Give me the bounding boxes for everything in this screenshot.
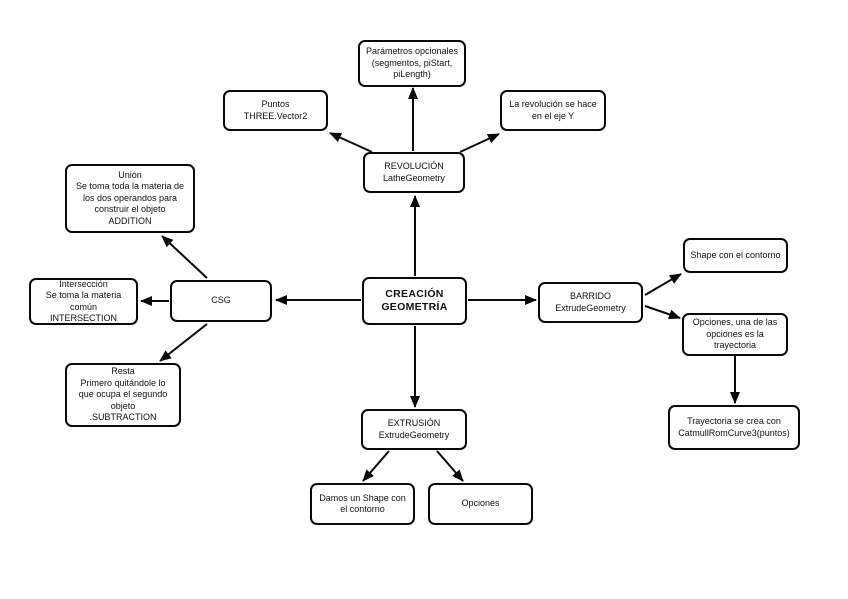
node-opciones-trayectoria-label: Opciones, una de las opciones es la tray… <box>692 317 778 351</box>
node-opciones-label: Opciones <box>461 498 500 509</box>
arrow-revolucion-to-eje-y <box>459 133 500 153</box>
node-creacion-geometria-label: CREACIÓN GEOMETRÍA <box>381 288 448 313</box>
node-resta: Resta Primero quitándole lo que ocupa el… <box>65 363 181 427</box>
arrow-csg-to-resta <box>159 323 208 362</box>
node-revolucion-eje-y-label: La revolución se hace en el eje Y <box>509 99 597 121</box>
node-extrusion-label: EXTRUSIÓN ExtrudeGeometry <box>378 418 450 440</box>
node-extrusion: EXTRUSIÓN ExtrudeGeometry <box>361 409 467 450</box>
node-shape-contorno: Shape con el contorno <box>683 238 788 273</box>
node-parametros-opcionales: Parámetros opcionales (segmentos, piStar… <box>358 40 466 87</box>
arrow-revolucion-to-puntos <box>329 132 373 153</box>
arrow-extrusion-to-damos-shape <box>362 450 390 482</box>
node-damos-shape-label: Damos un Shape con el contorno <box>319 492 406 515</box>
node-damos-shape: Damos un Shape con el contorno <box>310 483 415 525</box>
node-union-label: Unión Se toma toda la materia de los dos… <box>75 169 185 226</box>
node-puntos-vector2-label: Puntos THREE.Vector2 <box>243 99 308 121</box>
node-interseccion: Intersección Se toma la materia común IN… <box>29 278 138 325</box>
node-opciones: Opciones <box>428 483 533 525</box>
node-union: Unión Se toma toda la materia de los dos… <box>65 164 195 233</box>
arrow-csg-to-union <box>161 235 208 279</box>
arrow-barrido-to-opciones-tray <box>644 305 681 320</box>
node-barrido: BARRIDO ExtrudeGeometry <box>538 282 643 323</box>
node-opciones-trayectoria: Opciones, una de las opciones es la tray… <box>682 313 788 356</box>
node-interseccion-label: Intersección Se toma la materia común IN… <box>45 278 122 324</box>
node-trayectoria-catmull-label: Trayectoria se crea con CatmullRomCurve3… <box>678 416 790 438</box>
node-puntos-vector2: Puntos THREE.Vector2 <box>223 90 328 131</box>
node-trayectoria-catmull: Trayectoria se crea con CatmullRomCurve3… <box>668 405 800 450</box>
node-resta-label: Resta Primero quitándole lo que ocupa el… <box>78 366 168 423</box>
arrow-extrusion-to-opciones <box>436 450 464 482</box>
node-revolucion-label: REVOLUCIÓN LatheGeometry <box>382 161 446 183</box>
node-csg: CSG <box>170 280 272 322</box>
node-revolucion: REVOLUCIÓN LatheGeometry <box>363 152 465 193</box>
node-shape-contorno-label: Shape con el contorno <box>690 249 781 260</box>
node-csg-label: CSG <box>211 295 231 306</box>
node-barrido-label: BARRIDO ExtrudeGeometry <box>555 291 626 313</box>
arrow-barrido-to-shape <box>644 273 682 296</box>
node-parametros-opcionales-label: Parámetros opcionales (segmentos, piStar… <box>365 46 459 80</box>
node-revolucion-eje-y: La revolución se hace en el eje Y <box>500 90 606 131</box>
node-creacion-geometria: CREACIÓN GEOMETRÍA <box>362 277 467 325</box>
